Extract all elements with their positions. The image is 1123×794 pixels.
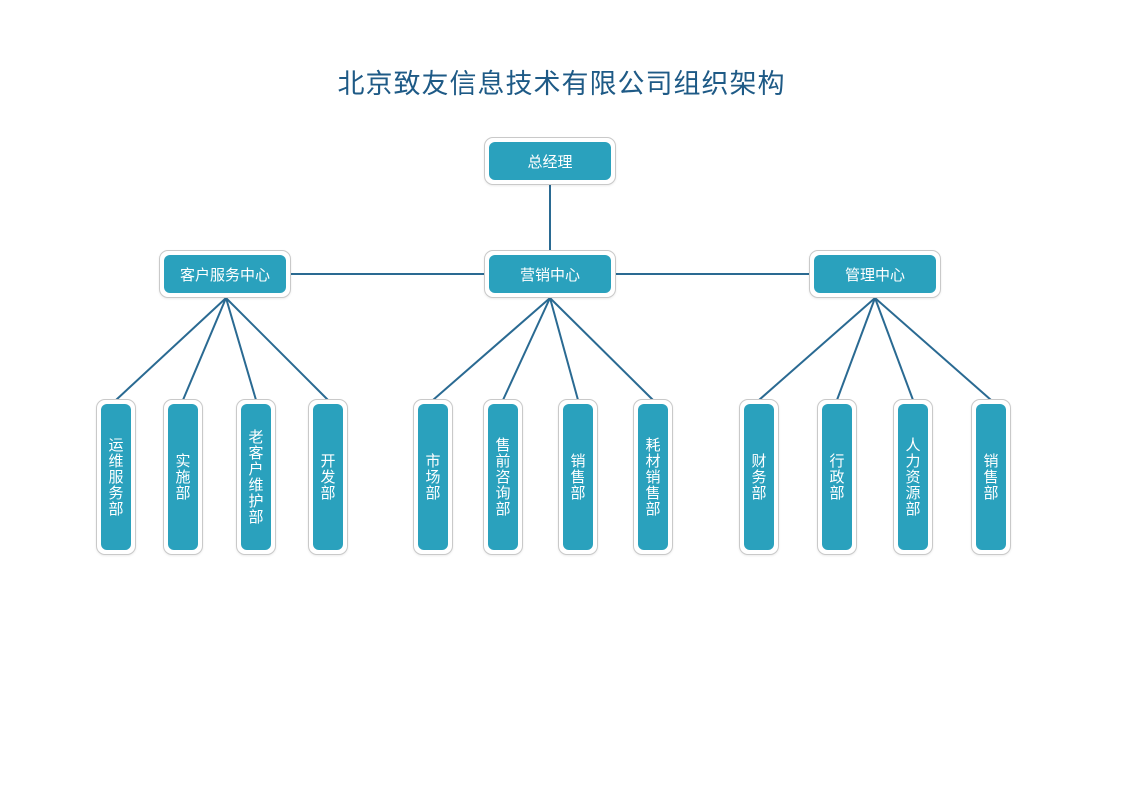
node-department[interactable]: 开发部: [308, 399, 348, 555]
node-department[interactable]: 耗材销售部: [633, 399, 673, 555]
node-label: 开发部: [313, 404, 343, 550]
node-department[interactable]: 老客户维护部: [236, 399, 276, 555]
node-label: 实施部: [168, 404, 198, 550]
node-marketing-center[interactable]: 营销中心: [484, 250, 616, 298]
node-department[interactable]: 人力资源部: [893, 399, 933, 555]
node-label: 市场部: [418, 404, 448, 550]
node-label: 人力资源部: [898, 404, 928, 550]
link-dept: [225, 297, 329, 401]
node-label: 总经理: [489, 142, 611, 180]
link-dept: [874, 297, 914, 401]
node-department[interactable]: 运维服务部: [96, 399, 136, 555]
node-department[interactable]: 行政部: [817, 399, 857, 555]
link-dept: [225, 297, 257, 401]
link-dept: [549, 297, 654, 401]
link-dept: [182, 297, 227, 401]
node-management-center[interactable]: 管理中心: [809, 250, 941, 298]
link-dept: [502, 297, 551, 401]
link-dept: [874, 297, 992, 401]
link-dept: [432, 297, 551, 401]
node-customer-service-center[interactable]: 客户服务中心: [159, 250, 291, 298]
link-dept: [115, 297, 227, 401]
link-dept: [836, 297, 876, 401]
node-department[interactable]: 财务部: [739, 399, 779, 555]
link-dept: [758, 297, 876, 401]
node-department[interactable]: 实施部: [163, 399, 203, 555]
node-label: 销售部: [563, 404, 593, 550]
node-label: 老客户维护部: [241, 404, 271, 550]
node-general-manager[interactable]: 总经理: [484, 137, 616, 185]
node-label: 售前咨询部: [488, 404, 518, 550]
node-label: 客户服务中心: [164, 255, 286, 293]
node-label: 销售部: [976, 404, 1006, 550]
node-label: 营销中心: [489, 255, 611, 293]
node-department[interactable]: 市场部: [413, 399, 453, 555]
node-department[interactable]: 售前咨询部: [483, 399, 523, 555]
node-department[interactable]: 销售部: [558, 399, 598, 555]
node-label: 财务部: [744, 404, 774, 550]
link-dept: [549, 297, 579, 401]
chart-title: 北京致友信息技术有限公司组织架构: [337, 69, 786, 100]
node-label: 耗材销售部: [638, 404, 668, 550]
node-department[interactable]: 销售部: [971, 399, 1011, 555]
node-label: 行政部: [822, 404, 852, 550]
node-label: 运维服务部: [101, 404, 131, 550]
node-label: 管理中心: [814, 255, 936, 293]
